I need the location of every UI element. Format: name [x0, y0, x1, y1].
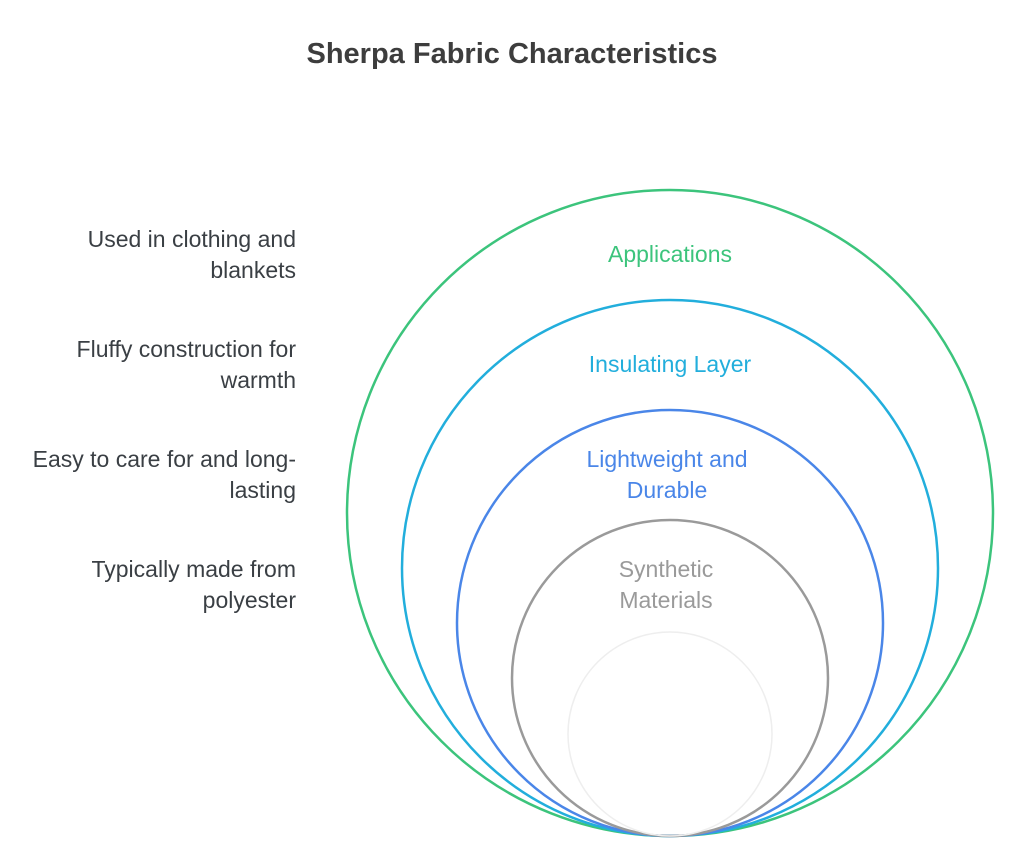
- diagram-title: Sherpa Fabric Characteristics: [306, 38, 718, 70]
- description-insulating-layer: Fluffy construction for warmth: [76, 336, 296, 393]
- circle-applications: [345, 188, 995, 838]
- label-synthetic-materials: Synthetic Materials: [618, 556, 714, 613]
- description-applications: Used in clothing and blankets: [87, 226, 296, 283]
- circle-core: [567, 631, 773, 837]
- label-lightweight-durable: Lightweight and Durable: [586, 446, 748, 503]
- label-applications: Applications: [607, 241, 733, 267]
- label-insulating-layer: Insulating Layer: [588, 351, 752, 377]
- description-lightweight-durable: Easy to care for and long-lasting: [32, 446, 296, 503]
- description-synthetic-materials: Typically made from polyester: [91, 556, 296, 613]
